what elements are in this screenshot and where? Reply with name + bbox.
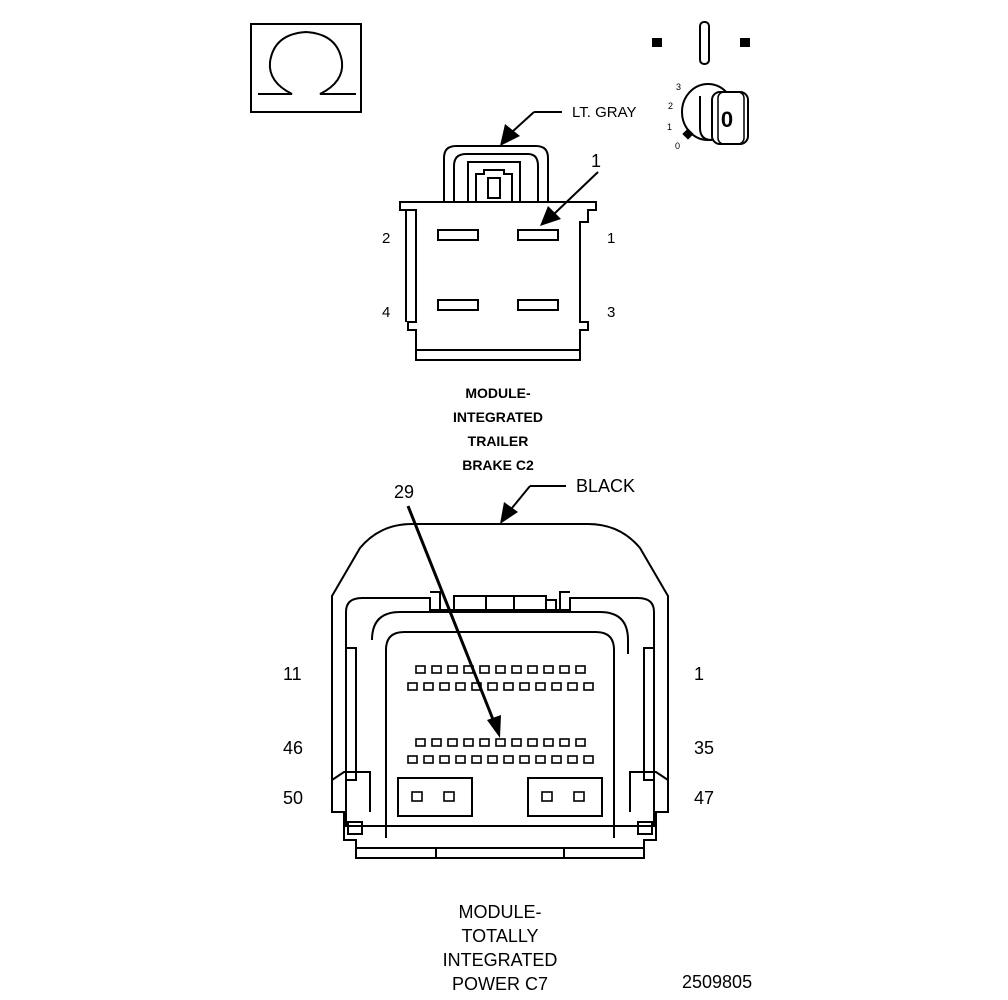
- c7-pin-cavity: [431, 738, 442, 747]
- c7-pin-cavity: [519, 682, 530, 691]
- c7-pin-cavity: [487, 682, 498, 691]
- c7-pin-cavity: [511, 738, 522, 747]
- key-position-label: 0: [721, 107, 733, 132]
- c7-pin-cavity: [511, 665, 522, 674]
- c7-pin-cavity: [567, 755, 578, 764]
- c2-title-line-4: BRAKE C2: [462, 457, 534, 473]
- drawing-number: 2509805: [682, 972, 752, 992]
- c7-pin-label-47: 47: [694, 788, 714, 808]
- c7-pin-cavity: [407, 755, 418, 764]
- c7-pin-cavity: [567, 682, 578, 691]
- c7-pin-cavity: [559, 738, 570, 747]
- c2-pin-label-1: 1: [607, 230, 615, 247]
- key-position-1: 1: [667, 122, 672, 132]
- c7-pin-cavity: [551, 682, 562, 691]
- c7-title-line-3: INTEGRATED: [443, 950, 558, 970]
- c2-pin-4-cavity: [437, 299, 479, 311]
- c7-power-block-right: [527, 777, 603, 817]
- c2-pin-label-4: 4: [382, 304, 390, 321]
- c7-pin-label-50: 50: [283, 788, 303, 808]
- c2-pin-2-cavity: [437, 229, 479, 241]
- c7-pin-cavity: [423, 682, 434, 691]
- c7-pin-cavity: [495, 665, 506, 674]
- key-position-2: 2: [668, 101, 673, 111]
- c7-pin-cavity: [439, 682, 450, 691]
- c7-pin-cavity: [455, 682, 466, 691]
- c2-title-line-2: INTEGRATED: [453, 409, 543, 425]
- key-position-0: 0: [675, 141, 680, 151]
- c7-pin-cavity: [503, 755, 514, 764]
- c7-pin-label-11: 11: [283, 664, 302, 684]
- c2-color-label: LT. GRAY: [572, 104, 636, 121]
- c7-pin-cavity: [471, 755, 482, 764]
- c2-pin-label-2: 2: [382, 230, 390, 247]
- c7-housing: [331, 523, 669, 859]
- connector-c7: 11 1 46 35 50 47 BLACK 29 MODULE- TOTALL…: [283, 476, 714, 994]
- c2-pin-1-cavity: [517, 229, 559, 241]
- c7-title-line-1: MODULE-: [458, 902, 541, 922]
- c7-pin-cavity: [423, 755, 434, 764]
- c7-pin-cavity: [527, 738, 538, 747]
- c7-pin-callout: 29: [394, 482, 501, 738]
- c7-pin-cavity: [543, 665, 554, 674]
- c7-pin-cavity: [519, 755, 530, 764]
- c7-pin-cavity: [431, 665, 442, 674]
- c7-pin-cavity: [583, 755, 594, 764]
- c7-pin-cavity: [447, 665, 458, 674]
- c7-pin-cavity: [551, 755, 562, 764]
- c7-pin-cavity: [407, 682, 418, 691]
- c7-pin-label-46: 46: [283, 738, 303, 758]
- c7-pin-label-1: 1: [694, 664, 704, 684]
- c7-pin-cavity: [447, 738, 458, 747]
- c2-callout-pin-number: 1: [591, 151, 601, 171]
- c2-housing: [399, 201, 597, 361]
- c7-pin-cavity: [487, 755, 498, 764]
- c2-locking-latch: [443, 145, 549, 203]
- c7-pin-cavity: [559, 665, 570, 674]
- c2-title-line-1: MODULE-: [465, 385, 531, 401]
- c7-title-line-4: POWER C7: [452, 974, 548, 994]
- c7-power-block-left: [397, 777, 473, 817]
- c7-pin-cavity: [527, 665, 538, 674]
- c7-color-callout: BLACK: [500, 476, 635, 524]
- c7-pin-cavity: [583, 682, 594, 691]
- c7-pin-cavity: [543, 738, 554, 747]
- c7-pin-cavity: [535, 682, 546, 691]
- connector-c2: 2 1 4 3 LT. GRAY 1 MODULE- INTEGRATED TR…: [382, 104, 636, 473]
- connector-symbol-icon: [250, 23, 362, 113]
- c7-pin-label-35: 35: [694, 738, 714, 758]
- c7-pin-cavity: [503, 682, 514, 691]
- key-position-3: 3: [676, 82, 681, 92]
- c2-color-callout: LT. GRAY: [500, 104, 636, 146]
- c7-pin-cavity: [463, 738, 474, 747]
- c7-pin-cavity: [495, 738, 506, 747]
- c7-pin-cavity: [479, 665, 490, 674]
- c2-pin-3-cavity: [517, 299, 559, 311]
- c7-color-label: BLACK: [576, 476, 635, 496]
- c7-pin-cavity: [415, 738, 426, 747]
- c7-title-line-2: TOTALLY: [461, 926, 538, 946]
- c7-pin-cavity: [575, 738, 586, 747]
- c7-pin-cavity: [439, 755, 450, 764]
- c2-pin-label-3: 3: [607, 304, 615, 321]
- c7-callout-pin-number: 29: [394, 482, 414, 502]
- c7-pin-cavity: [455, 755, 466, 764]
- c2-pin-callout: 1: [540, 151, 601, 226]
- c7-pin-cavities: [407, 665, 594, 764]
- c2-title-line-3: TRAILER: [468, 433, 529, 449]
- c7-pin-cavity: [535, 755, 546, 764]
- c7-pin-cavity: [479, 738, 490, 747]
- c7-pin-cavity: [415, 665, 426, 674]
- ignition-key-icon: 0 3 2 1 0: [652, 21, 750, 151]
- c7-pin-cavity: [575, 665, 586, 674]
